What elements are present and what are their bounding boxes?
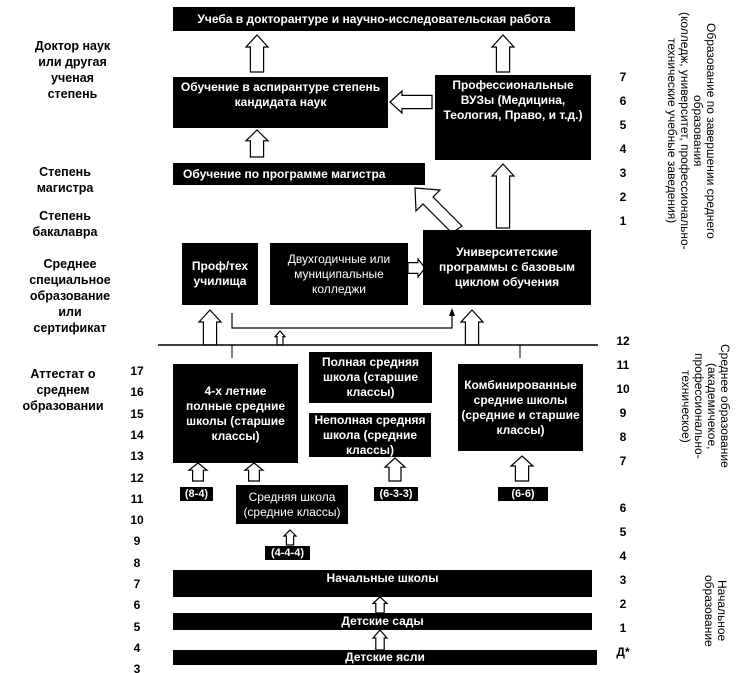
year-number: 5	[619, 118, 627, 132]
label-primary-education: Начальное образование	[702, 574, 729, 647]
up-arrow-icon	[509, 455, 535, 482]
year-number: 6	[133, 598, 141, 613]
up-arrow-icon	[243, 462, 265, 482]
year-number: 17	[130, 364, 144, 378]
up-arrow-icon	[197, 309, 223, 346]
up-arrow-icon	[490, 34, 516, 73]
proftech-box: Проф/тех училища	[182, 243, 258, 305]
magistr-box: Обучение по программе магистра	[173, 163, 425, 185]
year-number: 4	[133, 640, 141, 655]
two-year-colleges-box: Двухгодичные или муниципальные колледжи	[270, 243, 408, 305]
primary-schools-bar: Начальные школы	[173, 570, 592, 597]
four-year-high-school-box: 4-х летние полные средние школы (старшие…	[173, 364, 298, 463]
middle-school-box: Средняя школа (средние классы)	[236, 485, 348, 524]
year-number: 9	[619, 406, 627, 420]
year-number: 12	[616, 334, 630, 348]
year-number: 11	[130, 491, 144, 506]
up-arrow-icon	[383, 457, 407, 482]
year-number: 4	[619, 549, 627, 563]
university-box: Университетские программы с базовым цикл…	[423, 230, 591, 305]
scheme-6-3-3: (6-3-3)	[374, 487, 418, 501]
year-number: 11	[616, 358, 630, 372]
year-number: 1	[619, 621, 627, 635]
up-arrow-icon	[244, 129, 270, 158]
up-arrow-icon	[459, 309, 485, 346]
label-bachelor: Степень бакалавра	[32, 209, 98, 239]
label-doctor: Доктор наук или другая ученая степень	[34, 39, 111, 101]
label-attestat: Аттестат о среднем образовании	[22, 367, 104, 413]
up-arrow-icon	[282, 529, 298, 546]
year-number: 5	[619, 525, 627, 539]
year-number: 3	[133, 662, 141, 673]
year-number: 8	[133, 555, 141, 570]
label-secondary-education: Среднее образование (академичекое, профе…	[679, 344, 732, 468]
year-number: 6	[619, 501, 627, 515]
label-higher-education: Образование по завершении среднего образ…	[665, 11, 718, 250]
year-number: 14	[130, 427, 144, 442]
diagonal-arrow-icon	[414, 187, 463, 234]
up-arrow-icon	[371, 629, 389, 651]
connector-line	[231, 313, 453, 329]
year-number: 4	[619, 142, 627, 156]
aspirantura-box: Обучение в аспирантуре степень кандидата…	[173, 77, 388, 128]
label-master: Степень магистра	[36, 165, 94, 195]
year-number: 7	[133, 577, 141, 591]
year-number: 12	[130, 470, 144, 485]
year-number: 7	[619, 70, 627, 84]
nursery-bar: Детские ясли	[173, 650, 597, 665]
scheme-6-6: (6-6)	[498, 487, 548, 501]
year-number: 16	[130, 385, 144, 400]
incomplete-secondary-box: Неполная средняя школа (средние классы)	[309, 413, 431, 457]
year-number: 5	[133, 619, 141, 634]
year-number: 10	[130, 513, 144, 528]
prof-vuz-box: Профессиональные ВУЗы (Медицина, Теологи…	[435, 75, 591, 160]
full-secondary-box: Полная средняя школа (старшие классы)	[309, 352, 432, 403]
year-number: 13	[130, 449, 144, 464]
year-number: 3	[619, 166, 627, 180]
year-number: 15	[130, 406, 144, 421]
doctorate-box: Учеба в докторантуре и научно-исследоват…	[173, 7, 575, 31]
combined-schools-box: Комбинированные средние школы (средние и…	[458, 364, 583, 451]
up-arrow-icon	[273, 330, 287, 346]
up-arrow-icon	[244, 34, 270, 73]
up-arrow-icon	[490, 163, 516, 229]
year-number: 7	[619, 454, 627, 468]
right-arrow-icon	[407, 257, 426, 279]
year-number: 8	[619, 430, 627, 444]
arrowhead-icon	[449, 308, 455, 316]
year-number: 3	[619, 573, 627, 587]
year-number: 10	[616, 382, 630, 396]
scheme-4-4-4: (4-4-4)	[265, 546, 310, 560]
scheme-8-4: (8-4)	[180, 487, 213, 501]
year-number: 9	[133, 534, 141, 549]
year-number: 6	[619, 94, 627, 108]
year-number: 2	[619, 597, 627, 611]
up-arrow-icon	[187, 462, 209, 482]
label-special: Среднее специальное образование или серт…	[29, 257, 111, 335]
kindergarten-bar: Детские сады	[173, 613, 592, 630]
year-number: Д*	[616, 645, 630, 659]
year-number: 1	[619, 214, 627, 228]
left-arrow-icon	[389, 89, 433, 115]
up-arrow-icon	[371, 596, 389, 614]
year-number: 2	[619, 190, 627, 204]
